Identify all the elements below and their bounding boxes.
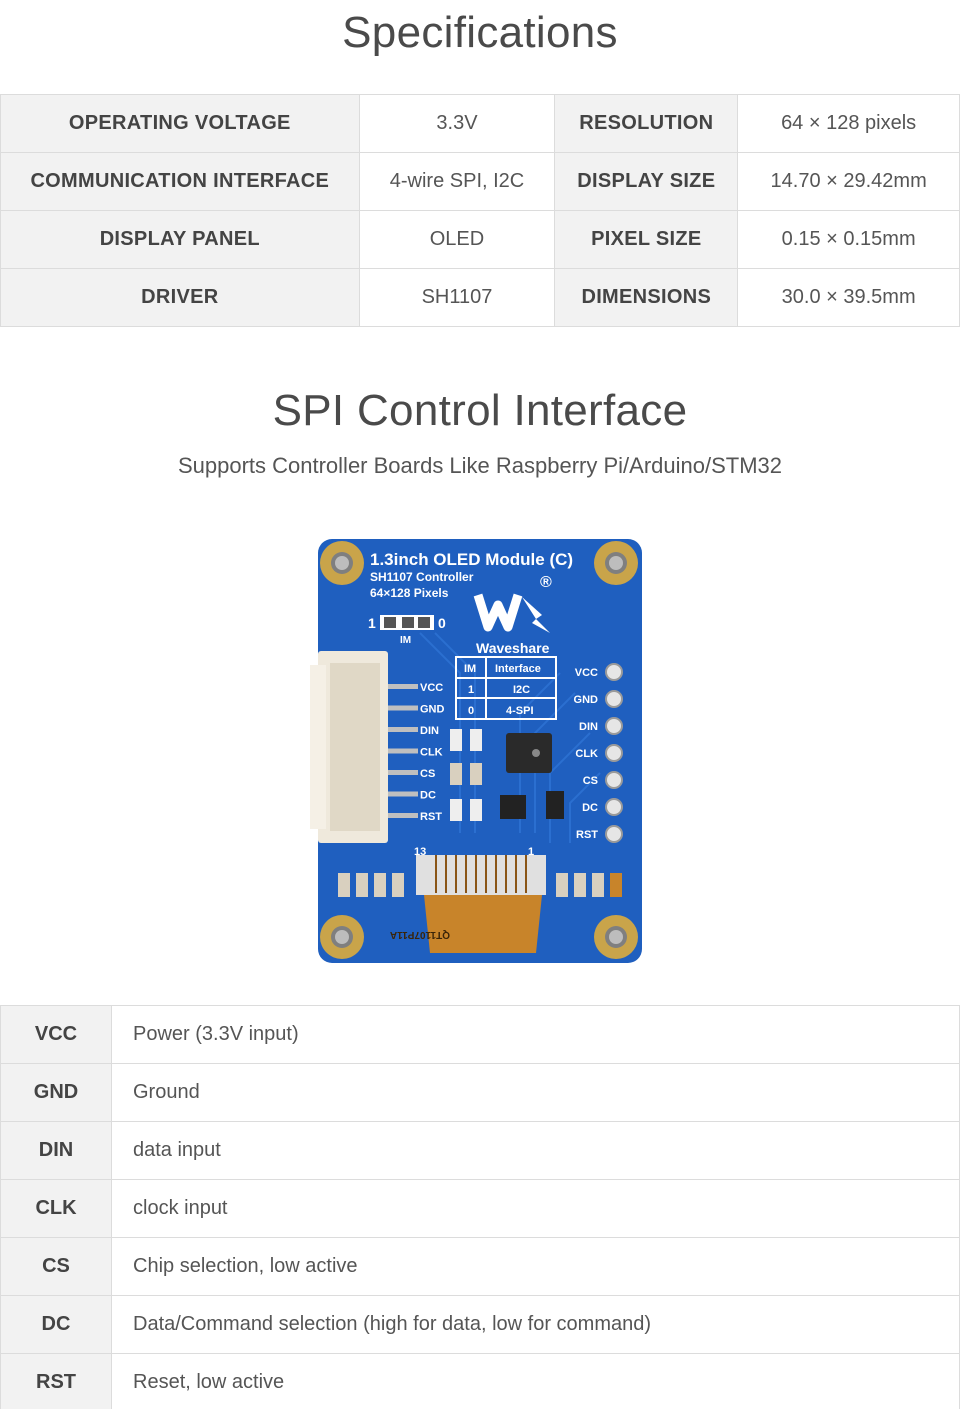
spec-label: DRIVER xyxy=(0,268,360,327)
left-pin-label: RST xyxy=(420,811,442,823)
pin-name: RST xyxy=(0,1353,112,1409)
spec-value: OLED xyxy=(358,210,556,269)
solder-pad xyxy=(605,771,623,789)
spec-value: 3.3V xyxy=(358,94,556,153)
im-table-row2-im: 0 xyxy=(468,705,474,717)
im-table-head-im: IM xyxy=(464,663,476,675)
right-pin-labels: VCC GND DIN CLK CS DC RST xyxy=(574,663,623,843)
oled-module-photo: 1.3inch OLED Module (C) SH1107 Controlle… xyxy=(310,539,642,963)
pin-description: Data/Command selection (high for data, l… xyxy=(111,1295,960,1354)
right-pin-label: DIN xyxy=(579,721,598,733)
pin-description: clock input xyxy=(111,1179,960,1238)
right-pin-label: DC xyxy=(582,802,598,814)
im-zero-label: 0 xyxy=(438,615,446,631)
im-table-row2-interface: 4-SPI xyxy=(506,705,534,717)
spec-label: PIXEL SIZE xyxy=(554,210,739,269)
im-table-row1-interface: I2C xyxy=(513,684,530,696)
solder-pad xyxy=(605,744,623,762)
spec-label: DISPLAY PANEL xyxy=(0,210,360,269)
pin-description: Chip selection, low active xyxy=(111,1237,960,1296)
spec-value: SH1107 xyxy=(358,268,556,327)
waveshare-logo-icon xyxy=(473,593,550,633)
spec-value: 4-wire SPI, I2C xyxy=(358,152,556,211)
left-pin-label: GND xyxy=(420,704,445,716)
board-title: 1.3inch OLED Module (C) xyxy=(370,550,573,569)
spec-label: RESOLUTION xyxy=(554,94,739,153)
fpc-part-code: QT1107P11A xyxy=(390,929,450,940)
right-pin-label: CLK xyxy=(575,748,598,760)
header-pin xyxy=(388,813,418,818)
specifications-title: Specifications xyxy=(342,8,618,57)
pin-description: Power (3.3V input) xyxy=(111,1005,960,1064)
mounting-holes xyxy=(320,541,638,959)
pin-name: VCC xyxy=(0,1005,112,1064)
right-pin-label: CS xyxy=(583,775,598,787)
header-pin xyxy=(388,684,418,689)
spec-value: 64 × 128 pixels xyxy=(737,94,960,153)
header-pin xyxy=(388,727,418,732)
im-table-row1-im: 1 xyxy=(468,684,474,696)
spi-section-subtitle: Supports Controller Boards Like Raspberr… xyxy=(177,453,783,478)
spec-label: DISPLAY SIZE xyxy=(554,152,739,211)
header-pin xyxy=(388,791,418,797)
right-pin-label: GND xyxy=(574,694,599,706)
im-label: IM xyxy=(400,635,411,646)
registered-mark: ® xyxy=(540,574,552,591)
spec-value: 0.15 × 0.15mm xyxy=(737,210,960,269)
left-pin-label: DIN xyxy=(420,725,439,737)
left-pin-label: CLK xyxy=(420,747,443,759)
solder-pad xyxy=(605,690,623,708)
right-pin-label: RST xyxy=(576,829,598,841)
im-table-head-interface: Interface xyxy=(495,663,541,675)
left-pin-labels: VCC GND DIN CLK CS DC RST xyxy=(388,682,445,823)
fpc-pin-1-label: 1 xyxy=(528,846,534,858)
im-interface-table: IM Interface 1 I2C 0 4-SPI xyxy=(455,656,557,720)
spec-label: COMMUNICATION INTERFACE xyxy=(0,152,360,211)
pin-name: DC xyxy=(0,1295,112,1354)
pin-name: DIN xyxy=(0,1121,112,1180)
spec-label: OPERATING VOLTAGE xyxy=(0,94,360,153)
spec-label: DIMENSIONS xyxy=(554,268,739,327)
board-brand: Waveshare xyxy=(476,640,550,656)
board-controller-label: SH1107 Controller xyxy=(370,570,474,584)
left-pin-label: DC xyxy=(420,790,436,802)
spec-value: 14.70 × 29.42mm xyxy=(737,152,960,211)
board-pixels-label: 64×128 Pixels xyxy=(370,586,449,600)
smd-components xyxy=(338,729,622,897)
pin-description: data input xyxy=(111,1121,960,1180)
solder-pad xyxy=(605,663,623,681)
header-pin xyxy=(388,705,418,711)
spec-value: 30.0 × 39.5mm xyxy=(737,268,960,327)
fpc-pin-13-label: 13 xyxy=(414,846,426,858)
pin-name: GND xyxy=(0,1063,112,1122)
pin-name: CLK xyxy=(0,1179,112,1238)
pin-description: Ground xyxy=(111,1063,960,1122)
solder-pad xyxy=(605,825,623,843)
header-pin xyxy=(388,748,418,754)
solder-pad xyxy=(605,798,623,816)
solder-pad xyxy=(605,717,623,735)
pin-name: CS xyxy=(0,1237,112,1296)
fpc-ribbon-cable xyxy=(416,855,546,953)
spi-section-title: SPI Control Interface xyxy=(272,386,688,435)
header-pin xyxy=(388,770,418,775)
right-pin-label: VCC xyxy=(575,667,598,679)
im-one-label: 1 xyxy=(368,615,376,631)
pin-description: Reset, low active xyxy=(111,1353,960,1409)
left-pin-label: CS xyxy=(420,768,435,780)
left-pin-label: VCC xyxy=(420,682,443,694)
